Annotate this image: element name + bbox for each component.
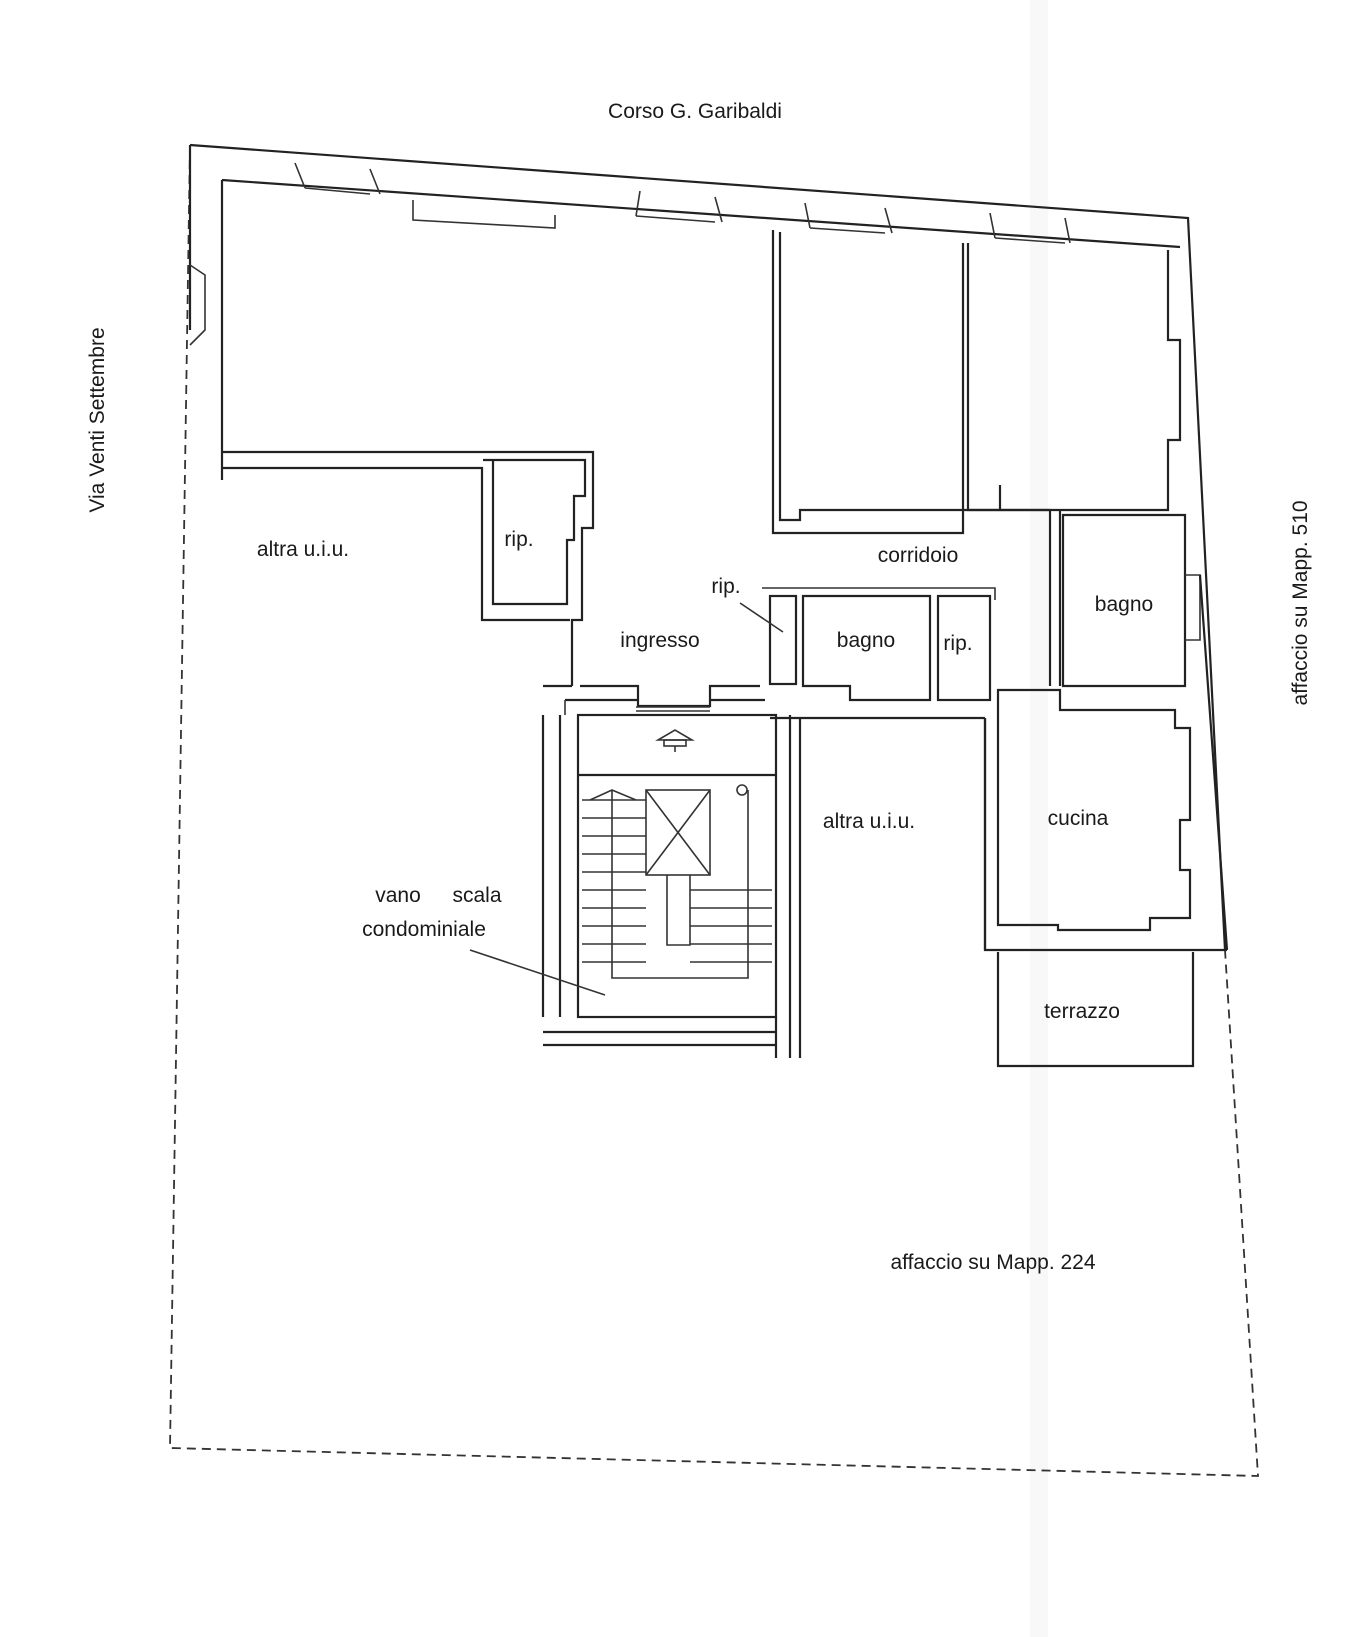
stair-label-condominiale: condominiale xyxy=(362,918,486,941)
outer-walls xyxy=(188,143,1227,951)
house-arrow-icon xyxy=(636,706,710,752)
room-label-corridoio: corridoio xyxy=(878,544,959,567)
room-label-bagno-right: bagno xyxy=(1095,593,1153,616)
room-middle-top xyxy=(771,230,965,535)
top-wall-windows xyxy=(189,162,1071,346)
stair-label-scala: scala xyxy=(452,884,501,907)
room-label-rip-center: rip. xyxy=(943,632,972,655)
street-top-label: Corso G. Garibaldi xyxy=(608,100,782,123)
room-terrazzo xyxy=(996,952,1195,1068)
room-bagno-right xyxy=(1061,513,1201,688)
room-label-rip-corridor: rip. xyxy=(711,575,740,598)
rip-leader-line xyxy=(739,602,784,633)
room-label-altra-uiu-center: altra u.i.u. xyxy=(823,810,915,833)
stair-leader-line xyxy=(469,949,606,996)
stairwell xyxy=(469,706,792,1058)
room-label-altra-uiu-left: altra u.i.u. xyxy=(257,538,349,561)
street-right-label: affaccio su Mapp. 510 xyxy=(1289,500,1312,705)
room-rip-left xyxy=(483,458,587,606)
street-left-label: Via Venti Settembre xyxy=(86,327,109,512)
room-rip-center xyxy=(936,594,992,702)
arrow-marker xyxy=(589,789,637,801)
room-label-bagno-center: bagno xyxy=(837,629,895,652)
steps-right xyxy=(690,889,772,963)
room-living xyxy=(220,450,595,686)
room-bagno-center xyxy=(801,594,932,702)
steps-left xyxy=(582,799,646,963)
labels: Corso G. Garibaldi Via Venti Settembre a… xyxy=(86,100,1312,1274)
room-right-top xyxy=(966,243,1182,512)
room-label-rip-left: rip. xyxy=(504,528,533,551)
column-marker xyxy=(736,784,748,796)
right-outer-walls xyxy=(1198,574,1229,951)
stair-label-vano: vano xyxy=(375,884,421,907)
room-label-terrazzo: terrazzo xyxy=(1044,1000,1120,1023)
room-altra-uiu-center xyxy=(798,718,987,1058)
room-label-ingresso: ingresso xyxy=(620,629,699,652)
room-rip-corridor xyxy=(762,587,996,686)
street-bottom-label: affaccio su Mapp. 224 xyxy=(890,1251,1095,1274)
room-label-cucina: cucina xyxy=(1048,807,1109,830)
elevator-cross-b xyxy=(645,789,711,876)
corridor-walls xyxy=(543,508,1062,708)
property-boundary xyxy=(169,144,1259,1477)
